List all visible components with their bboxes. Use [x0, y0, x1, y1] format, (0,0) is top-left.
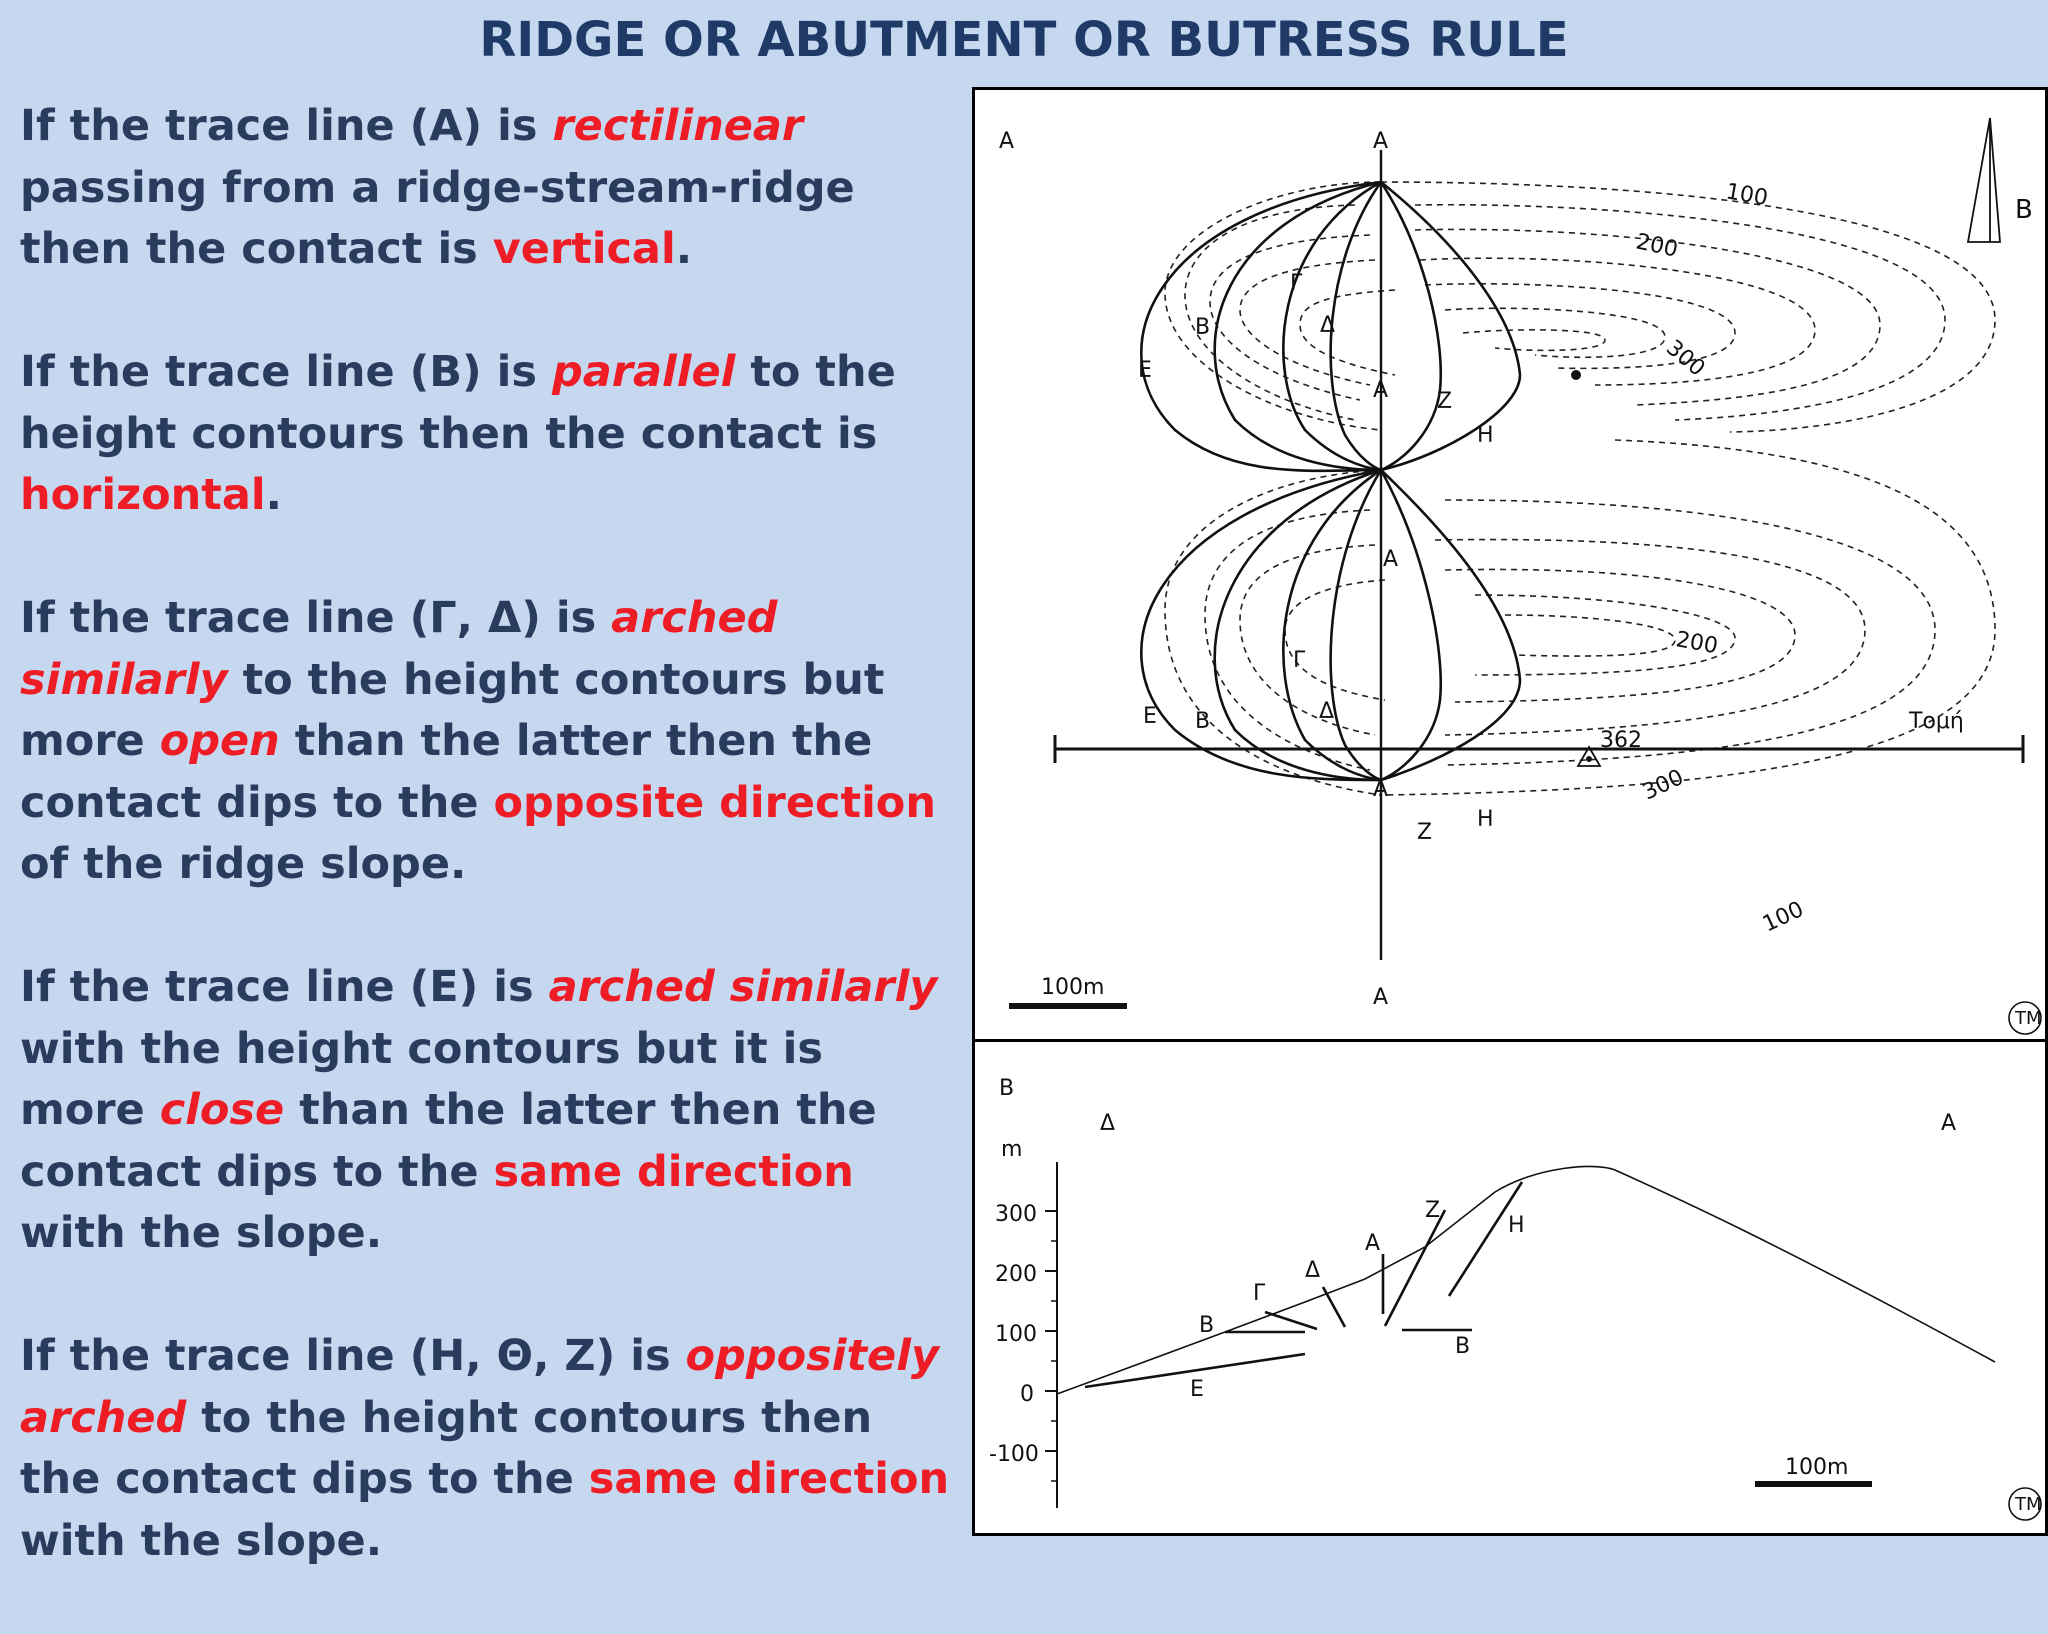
- section-line-label: Τομή: [1908, 709, 1964, 734]
- y-tick-200: 200: [995, 1262, 1037, 1287]
- section-right-label: A: [1941, 1111, 1956, 1136]
- section-label-b-right: B: [1455, 1334, 1470, 1359]
- rule-paragraph-a: If the trace line (A) is rectilinear pas…: [20, 96, 950, 281]
- map-panel-label: A: [999, 129, 1014, 154]
- trace-lines: [1009, 117, 2025, 1009]
- trace-label-delta-top: Δ: [1320, 313, 1335, 338]
- text-segment: parallel: [551, 347, 736, 397]
- contour-label-300-top: 300: [1661, 335, 1709, 381]
- section-logo-text: TM: [2014, 1494, 2042, 1515]
- y-tick-300: 300: [995, 1202, 1037, 1227]
- contour-label-300-bottom: 300: [1639, 765, 1688, 805]
- trace-label-delta-bottom: Δ: [1319, 699, 1334, 724]
- trace-label-a-1: A: [1373, 129, 1388, 154]
- section-lines: [1045, 1162, 1996, 1508]
- map-scale-label: 100m: [1041, 975, 1104, 1000]
- rule-paragraph-e: If the trace line (E) is arched similarl…: [20, 957, 950, 1265]
- trace-label-e-top: Ε: [1138, 358, 1152, 383]
- contour-label-100-top: 100: [1724, 179, 1770, 211]
- text-segment: opposite direction: [493, 777, 936, 828]
- contour-label-200-top: 200: [1634, 229, 1680, 262]
- trace-label-z-top: Ζ: [1437, 389, 1452, 414]
- text-segment: arched similarly: [20, 593, 778, 705]
- trace-label-a-2: A: [1373, 378, 1388, 403]
- section-label-delta: Δ: [1305, 1258, 1320, 1283]
- text-segment: .: [675, 224, 693, 274]
- section-unit-label: m: [1001, 1137, 1022, 1162]
- text-segment: than the latter then the contact dips to…: [20, 716, 873, 828]
- cross-section: B Δ A m 300 200 100 0 -100 B Γ Δ A Z H B…: [989, 1076, 2042, 1521]
- trace-label-h-bottom: Η: [1477, 807, 1494, 832]
- trace-label-gamma-top: Γ: [1290, 271, 1303, 296]
- trace-label-z-bottom: Ζ: [1417, 820, 1432, 845]
- panel-divider: [972, 1039, 2048, 1042]
- section-label-z: Z: [1425, 1198, 1440, 1223]
- section-label-e: E: [1190, 1377, 1204, 1402]
- trace-label-a-5: A: [1373, 985, 1388, 1010]
- text-segment: .: [265, 470, 282, 520]
- section-panel-label: B: [999, 1076, 1014, 1101]
- text-segment: vertical: [492, 224, 676, 274]
- y-tick-neg100: -100: [989, 1442, 1039, 1467]
- trace-label-h-top: Η: [1477, 423, 1494, 448]
- text-segment: to the height contours then the contact …: [20, 1392, 873, 1505]
- trace-label-b-bottom: Β: [1195, 709, 1210, 734]
- text-segment: If the trace line (B) is: [20, 347, 552, 397]
- rule-paragraph-gamma-delta: If the trace line (Γ, Δ) is arched simil…: [20, 588, 950, 896]
- text-segment: open: [159, 716, 280, 766]
- text-segment: close: [159, 1085, 285, 1135]
- rule-paragraph-h-theta-z: If the trace line (H, Θ, Z) is oppositel…: [20, 1326, 950, 1572]
- section-label-a: A: [1365, 1231, 1380, 1256]
- text-segment: oppositely arched: [20, 1331, 939, 1443]
- text-segment: than the latter then the contact dips to…: [20, 1085, 877, 1197]
- trig-point: [1586, 756, 1592, 762]
- text-segment: to the height contours then the contact …: [20, 347, 896, 459]
- text-segment: horizontal: [20, 470, 266, 520]
- contour-label-200-bottom: 200: [1674, 627, 1720, 659]
- text-segment: with the height contours but it is more: [20, 1023, 823, 1136]
- text-segment: If the trace line (E) is: [20, 962, 549, 1012]
- trace-label-a-3: A: [1383, 547, 1398, 572]
- section-label-b-left: B: [1199, 1313, 1214, 1338]
- trace-label-a-4: A: [1373, 777, 1388, 802]
- text-segment: rectilinear: [552, 101, 804, 151]
- trace-label-b-top: Β: [1195, 315, 1210, 340]
- section-scale-label: 100m: [1785, 1455, 1848, 1480]
- rules-text: If the trace line (A) is rectilinear pas…: [20, 96, 950, 1634]
- summit-elevation-label: 362: [1600, 728, 1642, 753]
- section-label-gamma: Γ: [1253, 1281, 1266, 1306]
- text-segment: If the trace line (H, Θ, Z) is: [20, 1331, 686, 1381]
- trace-label-gamma-bottom: Γ: [1293, 648, 1306, 673]
- trace-label-e-bottom: Ε: [1143, 704, 1157, 729]
- text-segment: If the trace line (Γ, Δ) is: [20, 593, 612, 643]
- contour-label-100-bottom: 100: [1759, 897, 1808, 937]
- text-segment: to the height contours but more: [20, 654, 885, 767]
- section-logo: TM: [2008, 1487, 2042, 1521]
- map-logo: TM: [2008, 1001, 2042, 1035]
- text-segment: with the slope.: [20, 1515, 383, 1566]
- text-segment: arched similarly: [548, 962, 938, 1012]
- section-labels: B Δ A m 300 200 100 0 -100 B Γ Δ A Z H B…: [989, 1076, 1956, 1480]
- text-segment: with the slope.: [20, 1208, 383, 1258]
- text-segment: passing from a ridge-stream-ridge then t…: [20, 162, 855, 275]
- rule-paragraph-b: If the trace line (B) is parallel to the…: [20, 342, 950, 527]
- section-label-h: H: [1508, 1213, 1525, 1238]
- slide-title: RIDGE OR ABUTMENT OR BUTRESS RULE: [479, 12, 1569, 68]
- y-tick-0: 0: [1020, 1382, 1034, 1407]
- contour-map: A B 100 200 300 200 362 300 100 A A A A …: [999, 117, 2042, 1035]
- summit-point: [1571, 370, 1581, 380]
- north-label: B: [2015, 195, 2033, 225]
- map-logo-text: TM: [2014, 1008, 2042, 1029]
- text-segment: same direction: [588, 1454, 950, 1504]
- text-segment: of the ridge slope.: [20, 839, 467, 889]
- map-labels: A B 100 200 300 200 362 300 100 A A A A …: [999, 129, 2033, 1010]
- y-tick-100: 100: [995, 1322, 1037, 1347]
- section-left-label: Δ: [1100, 1111, 1115, 1136]
- text-segment: same direction: [493, 1146, 854, 1197]
- text-segment: If the trace line (A) is: [20, 101, 553, 151]
